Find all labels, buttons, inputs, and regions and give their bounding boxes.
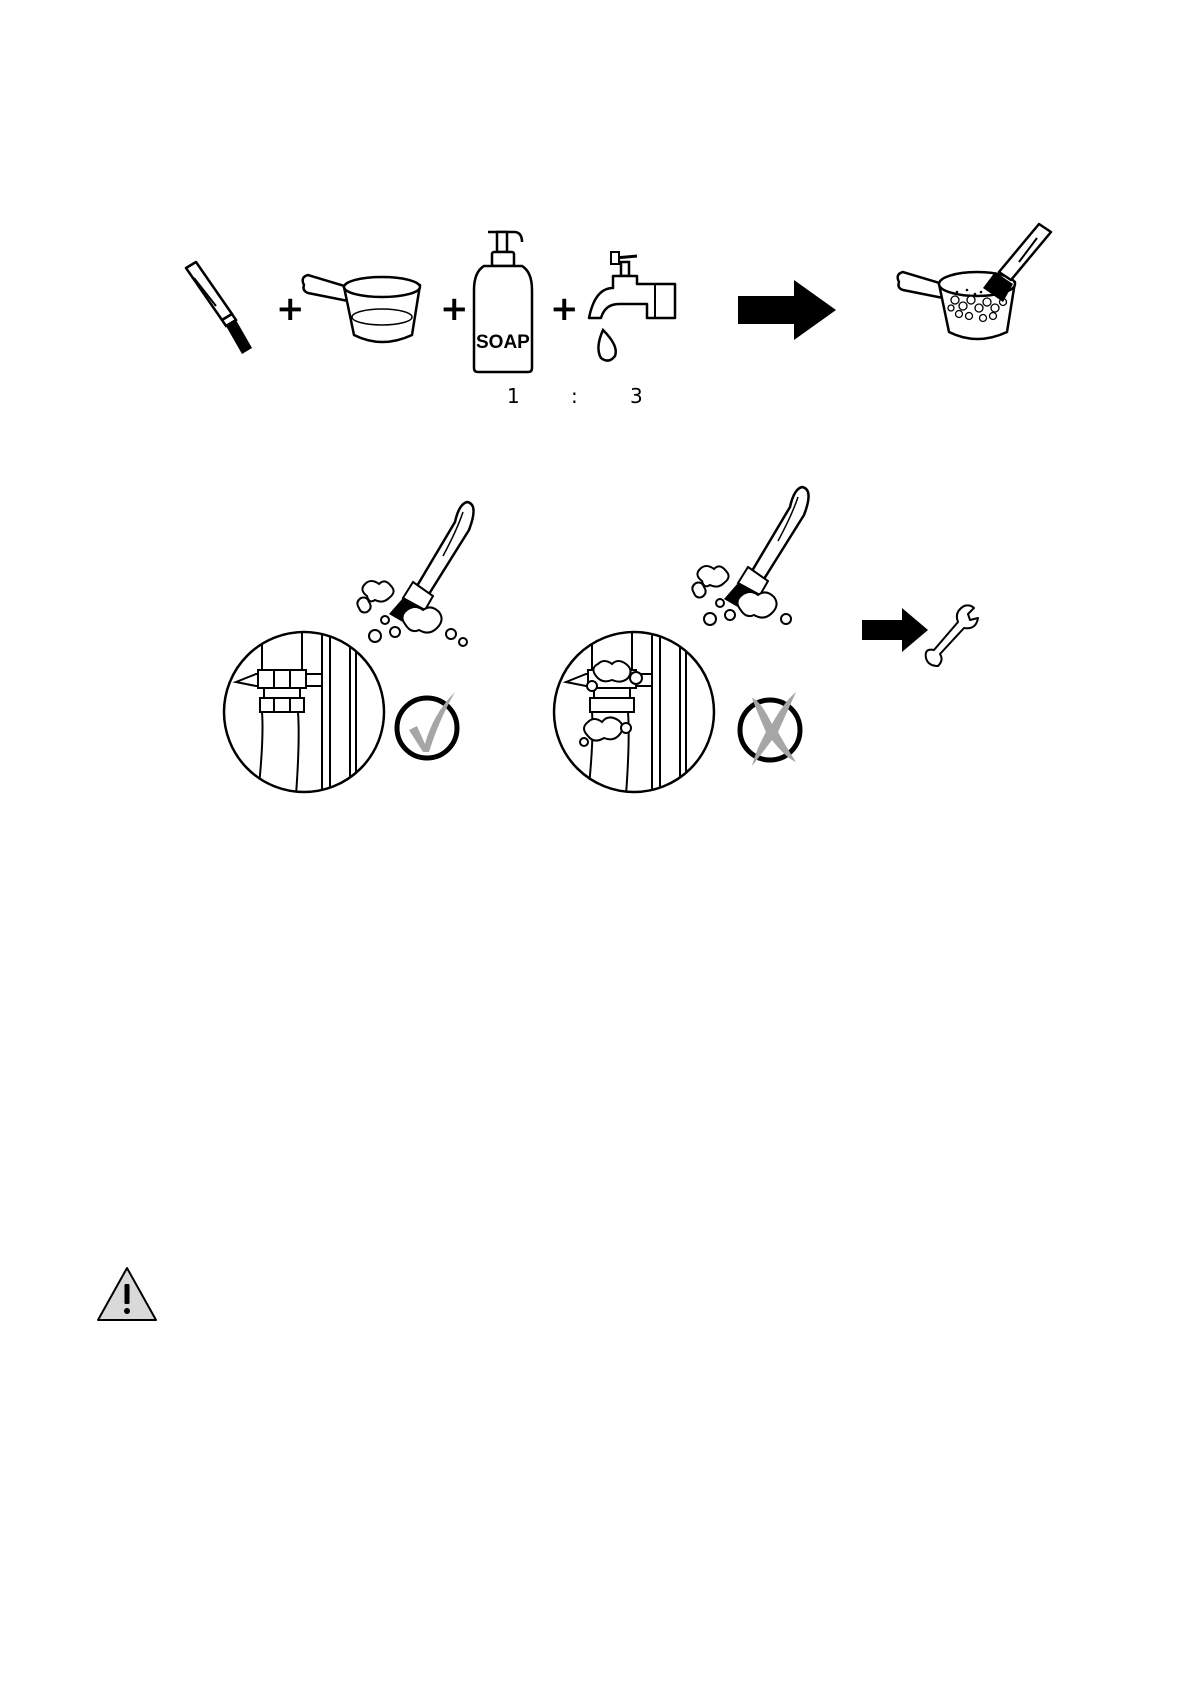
cross-mark-icon bbox=[730, 688, 810, 768]
ratio-water-part: 3 bbox=[630, 384, 643, 408]
soap-label: SOAP bbox=[476, 332, 530, 354]
ratio-separator: : bbox=[571, 384, 578, 408]
arrow-right-icon bbox=[862, 608, 930, 652]
ratio-soap-part: 1 bbox=[507, 384, 520, 408]
bowl-icon bbox=[300, 265, 430, 350]
bowl-with-foam-and-brush-icon bbox=[895, 222, 1055, 352]
warning-triangle-icon bbox=[96, 1266, 158, 1322]
soap-bottle: SOAP bbox=[470, 228, 540, 373]
pipe-joint-no-bubbles-icon bbox=[222, 630, 387, 795]
plus-sign: + bbox=[440, 292, 469, 326]
arrow-right-icon bbox=[738, 280, 838, 340]
pipe-joint-with-bubbles-icon bbox=[552, 630, 717, 795]
water-tap-icon bbox=[585, 248, 685, 363]
wrench-icon bbox=[924, 604, 982, 670]
brush-with-foam-icon bbox=[690, 485, 815, 645]
check-mark-icon bbox=[393, 690, 465, 762]
brush-icon bbox=[180, 262, 270, 357]
plus-sign: + bbox=[550, 292, 579, 326]
